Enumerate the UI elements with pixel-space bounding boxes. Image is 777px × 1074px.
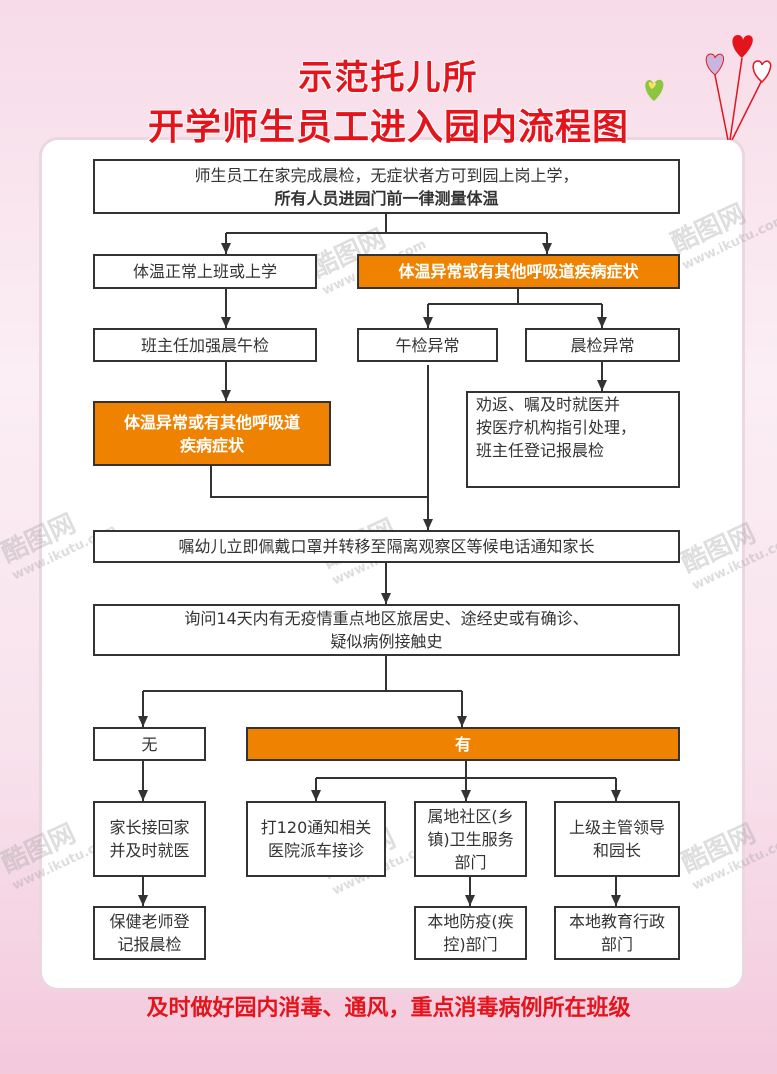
community-line-2: 镇)卫生服务 bbox=[427, 829, 514, 849]
heart-balloons-decoration bbox=[705, 35, 772, 140]
send-home-line-2: 按医疗机构指引处理， bbox=[476, 418, 637, 437]
send-home-step: 劝返、嘱及时就医并 按医疗机构指引处理， 班主任登记报晨检 bbox=[466, 391, 680, 488]
leaders-step: 上级主管领导 和园长 bbox=[554, 801, 680, 877]
inquire-history-step: 询问14天内有无疫情重点地区旅居史、途经史或有确诊、 疑似病例接触史 bbox=[93, 604, 680, 656]
has-history-branch: 有 bbox=[246, 727, 680, 761]
call-120-step: 打120通知相关 医院派车接诊 bbox=[246, 801, 386, 877]
health-teacher-step: 保健老师登 记报晨检 bbox=[93, 906, 206, 960]
abnormal-symptoms-line-1: 体温异常或有其他呼吸道 bbox=[123, 412, 300, 432]
leaders-line-2: 和园长 bbox=[592, 841, 641, 860]
parent-pickup-line-1: 家长接回家 bbox=[109, 818, 190, 837]
abnormal-temperature-step: 体温异常或有其他呼吸道疾病症状 bbox=[357, 254, 680, 289]
parent-pickup-line-2: 并及时就医 bbox=[109, 841, 190, 860]
call-120-line-2: 医院派车接诊 bbox=[267, 841, 364, 860]
morning-check-abnormal-step: 晨检异常 bbox=[525, 328, 680, 362]
parent-pickup-step: 家长接回家 并及时就医 bbox=[93, 801, 206, 877]
teacher-check-step: 班主任加强晨午检 bbox=[93, 328, 317, 362]
cdc-step: 本地防疫(疾 控)部门 bbox=[414, 906, 527, 960]
inquire-line-1: 询问14天内有无疫情重点地区旅居史、途经史或有确诊、 bbox=[184, 609, 589, 628]
green-heart-icon bbox=[645, 79, 664, 101]
send-home-line-1: 劝返、嘱及时就医并 bbox=[476, 395, 621, 414]
no-history-branch: 无 bbox=[93, 727, 206, 761]
isolate-step: 嘱幼儿立即佩戴口罩并转移至隔离观察区等候电话通知家长 bbox=[93, 530, 680, 563]
noon-check-abnormal-step: 午检异常 bbox=[357, 328, 498, 362]
start-step: 师生员工在家完成晨检，无症状者方可到园上岗上学， 所有人员进园门前一律测量体温 bbox=[93, 159, 680, 214]
abnormal-symptoms-step: 体温异常或有其他呼吸道 疾病症状 bbox=[93, 401, 331, 466]
inquire-line-2: 疑似病例接触史 bbox=[330, 632, 443, 651]
community-line-1: 属地社区(乡 bbox=[427, 806, 514, 826]
start-step-line-1: 师生员工在家完成晨检，无症状者方可到园上岗上学， bbox=[194, 165, 579, 185]
community-line-3: 部门 bbox=[454, 852, 487, 872]
education-dept-step: 本地教育行政 部门 bbox=[554, 906, 680, 960]
health-teacher-line-1: 保健老师登 bbox=[109, 912, 190, 931]
normal-temperature-step: 体温正常上班或上学 bbox=[93, 254, 317, 289]
leaders-line-1: 上级主管领导 bbox=[568, 818, 665, 837]
footer-note: 及时做好园内消毒、通风，重点消毒病例所在班级 bbox=[146, 996, 631, 1021]
abnormal-symptoms-line-2: 疾病症状 bbox=[179, 435, 244, 455]
call-120-line-1: 打120通知相关 bbox=[260, 818, 372, 837]
education-line-2: 部门 bbox=[600, 935, 633, 954]
title-line-2: 开学师生员工进入园内流程图 bbox=[147, 107, 629, 148]
cdc-line-2: 控)部门 bbox=[443, 935, 498, 954]
education-line-1: 本地教育行政 bbox=[568, 912, 665, 931]
cdc-line-1: 本地防疫(疾 bbox=[427, 912, 514, 931]
send-home-line-3: 班主任登记报晨检 bbox=[476, 441, 605, 460]
community-health-step: 属地社区(乡 镇)卫生服务 部门 bbox=[414, 801, 527, 877]
health-teacher-line-2: 记报晨检 bbox=[117, 935, 182, 954]
title-line-1: 示范托儿所 bbox=[298, 58, 479, 98]
start-step-line-2: 所有人员进园门前一律测量体温 bbox=[274, 188, 499, 208]
